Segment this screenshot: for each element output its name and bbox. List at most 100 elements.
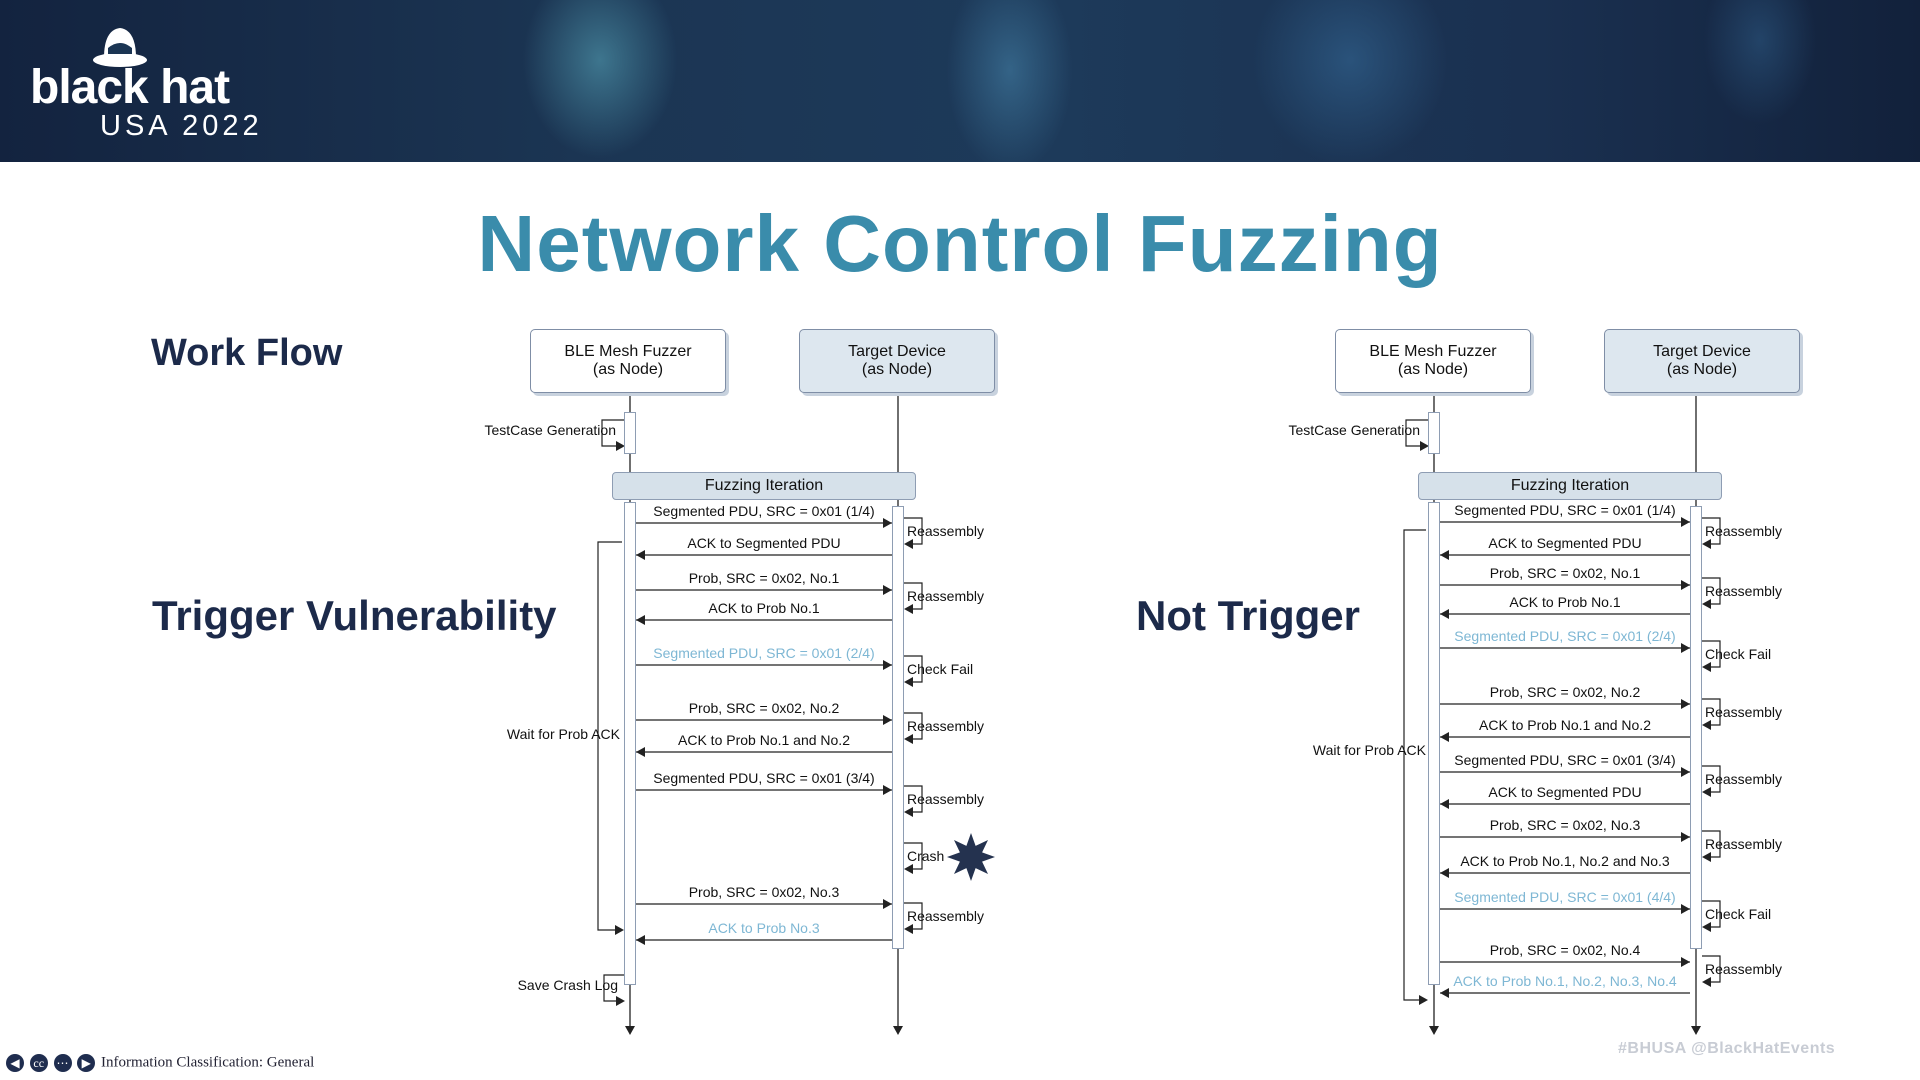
right-note-arrow-1: [1702, 599, 1711, 609]
right-note-label-6: Check Fail: [1705, 906, 1772, 922]
left-note-loop-1: [904, 582, 923, 610]
left-message-arrow-4: [883, 660, 892, 670]
right-note-label-5: Reassembly: [1705, 836, 1783, 852]
left-message-arrow-1: [636, 550, 645, 560]
left-target-activation: [892, 506, 904, 949]
right-message-arrow-2: [1681, 580, 1690, 590]
captions-icon[interactable]: cc: [29, 1054, 48, 1072]
right-note-label-4: Reassembly: [1705, 771, 1783, 787]
left-note-label-5: Crash: [907, 848, 945, 864]
left-note-arrow-4: [904, 807, 913, 817]
footer-classification: ◀ cc ⋯ ▶ Information Classification: Gen…: [6, 1054, 314, 1072]
right-note-loop-1: [1702, 577, 1721, 605]
right-message-label-4: Segmented PDU, SRC = 0x01 (2/4): [1454, 628, 1676, 644]
left-note-arrow-5: [904, 864, 913, 874]
left-testcase-selfcall: [601, 419, 624, 447]
right-message-arrow-10: [1440, 868, 1449, 878]
right-message-arrow-6: [1440, 732, 1449, 742]
logo-year: USA 2022: [100, 110, 263, 142]
back-arrow-icon[interactable]: ◀: [6, 1054, 24, 1072]
right-message-arrow-4: [1681, 643, 1690, 653]
left-actor-fuzzer: BLE Mesh Fuzzer(as Node): [530, 329, 726, 393]
right-message-label-13: ACK to Prob No.1, No.2, No.3, No.4: [1453, 973, 1677, 989]
right-fuzzer-label: BLE Mesh Fuzzer: [1369, 343, 1497, 360]
left-save-arrow: [616, 996, 625, 1006]
left-message-arrow-6: [636, 747, 645, 757]
right-note-arrow-3: [1702, 720, 1711, 730]
right-message-arrow-11: [1681, 904, 1690, 914]
left-message-arrow-2: [883, 585, 892, 595]
left-note-loop-0: [904, 517, 923, 545]
right-note-loop-7: [1702, 955, 1721, 983]
left-message-label-8: Prob, SRC = 0x02, No.3: [688, 884, 840, 900]
right-message-arrow-13: [1440, 988, 1449, 998]
right-note-loop-2: [1702, 640, 1721, 668]
right-message-arrow-7: [1681, 767, 1690, 777]
left-note-label-0: Reassembly: [907, 523, 985, 539]
right-note-arrow-7: [1702, 977, 1711, 987]
right-note-loop-6: [1702, 900, 1721, 928]
left-message-arrow-3: [636, 615, 645, 625]
right-testcase-selfcall: [1405, 419, 1428, 447]
right-message-arrow-12: [1681, 957, 1690, 967]
left-actor-target: Target Device(as Node): [799, 329, 995, 393]
left-wait-arrow: [615, 925, 624, 935]
right-message-arrow-9: [1681, 832, 1690, 842]
right-note-arrow-0: [1702, 539, 1711, 549]
right-note-loop-3: [1702, 698, 1721, 726]
left-note-loop-2: [904, 655, 923, 683]
workflow-heading: Work Flow: [151, 332, 343, 374]
right-wait-label: Wait for Prob ACK: [1312, 742, 1426, 758]
right-message-label-5: Prob, SRC = 0x02, No.2: [1489, 684, 1641, 700]
left-note-label-4: Reassembly: [907, 791, 985, 807]
left-save-selfcall: [603, 974, 624, 1002]
right-note-label-3: Reassembly: [1705, 704, 1783, 720]
right-note-arrow-6: [1702, 922, 1711, 932]
left-message-arrow-8: [883, 899, 892, 909]
left-target-label: Target Device: [848, 343, 946, 360]
left-note-arrow-1: [904, 604, 913, 614]
left-message-label-9: ACK to Prob No.3: [708, 920, 820, 936]
right-note-label-0: Reassembly: [1705, 523, 1783, 539]
left-fuzzer-lifeline-arrow: [625, 1026, 635, 1035]
right-note-arrow-2: [1702, 662, 1711, 672]
right-actor-target: Target Device(as Node): [1604, 329, 1800, 393]
right-fuzzer-activation: [1428, 502, 1440, 985]
right-message-label-12: Prob, SRC = 0x02, No.4: [1489, 942, 1641, 958]
right-message-label-11: Segmented PDU, SRC = 0x01 (4/4): [1454, 889, 1676, 905]
left-note-loop-5: [904, 842, 923, 870]
right-wait-bracket: [1403, 529, 1426, 1001]
right-message-label-9: Prob, SRC = 0x02, No.3: [1489, 817, 1641, 833]
left-fuzzer-label: (as Node): [592, 361, 664, 378]
forward-arrow-icon[interactable]: ▶: [77, 1054, 96, 1072]
left-message-label-6: ACK to Prob No.1 and No.2: [678, 732, 850, 748]
right-message-label-7: Segmented PDU, SRC = 0x01 (3/4): [1454, 752, 1676, 768]
right-message-arrow-8: [1440, 799, 1449, 809]
right-target-activation: [1690, 506, 1702, 949]
right-message-label-2: Prob, SRC = 0x02, No.1: [1489, 565, 1641, 581]
left-message-label-7: Segmented PDU, SRC = 0x01 (3/4): [653, 770, 875, 786]
left-message-label-4: Segmented PDU, SRC = 0x01 (2/4): [653, 645, 875, 661]
left-message-label-1: ACK to Segmented PDU: [687, 535, 841, 551]
right-testcase-activation: [1428, 412, 1440, 454]
left-note-label-1: Reassembly: [907, 588, 985, 604]
left-fuzzer-activation: [624, 502, 636, 985]
right-note-label-2: Check Fail: [1705, 646, 1772, 662]
classification-text: Information Classification: General: [101, 1054, 315, 1071]
left-message-arrow-5: [883, 715, 892, 725]
right-message-label-10: ACK to Prob No.1, No.2 and No.3: [1460, 853, 1670, 869]
left-note-arrow-2: [904, 677, 913, 687]
right-message-arrow-3: [1440, 609, 1449, 619]
not-trigger-heading: Not Trigger: [1136, 592, 1361, 639]
left-message-arrow-0: [883, 518, 892, 528]
left-note-label-6: Reassembly: [907, 908, 985, 924]
right-note-loop-0: [1702, 517, 1721, 545]
menu-icon[interactable]: ⋯: [53, 1054, 72, 1072]
slide-title: Network Control Fuzzing: [477, 199, 1443, 288]
right-actor-fuzzer: BLE Mesh Fuzzer(as Node): [1335, 329, 1531, 393]
left-note-loop-6: [904, 902, 923, 930]
left-testcase-label: TestCase Generation: [484, 422, 616, 438]
left-target-label: (as Node): [861, 361, 933, 378]
left-note-label-3: Reassembly: [907, 718, 985, 734]
left-fuzzing-iteration-frame: Fuzzing Iteration: [612, 472, 916, 500]
